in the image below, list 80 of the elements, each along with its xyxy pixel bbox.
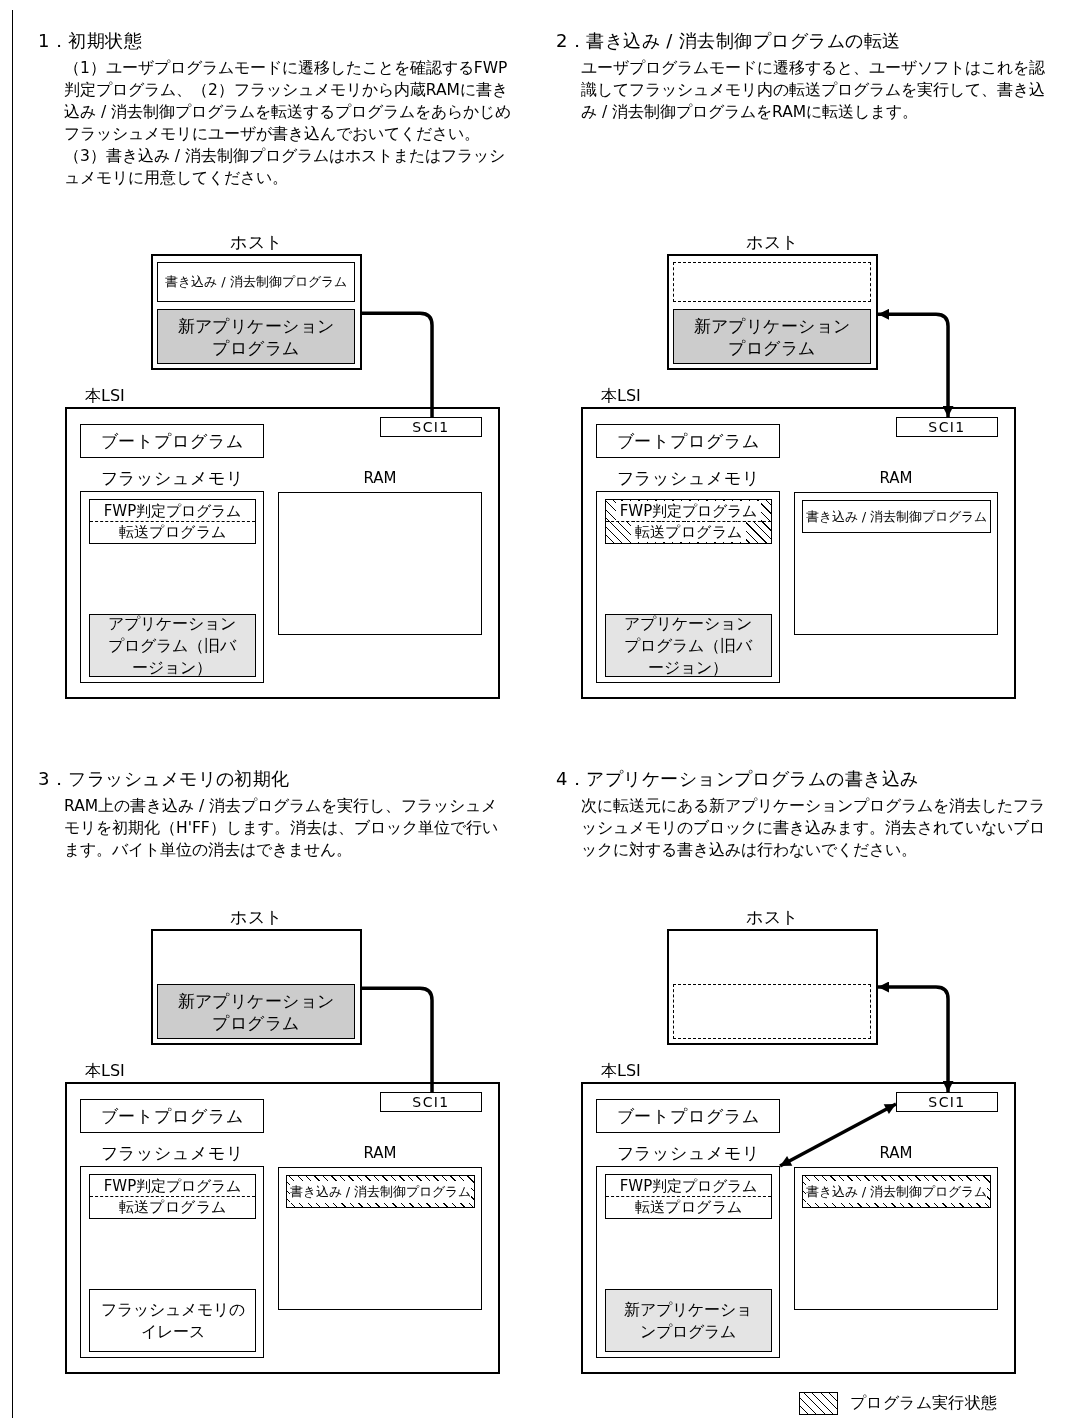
box-title: 本LSI bbox=[85, 1060, 125, 1082]
box-label: 転送プログラム bbox=[117, 1197, 228, 1217]
program-box bbox=[89, 499, 256, 544]
box-label: アプリケーションプログラム（旧バージョン） bbox=[623, 612, 754, 679]
box-label: アプリケーションプログラム（旧バージョン） bbox=[107, 612, 238, 679]
box-label: 新アプリケーションプログラム bbox=[176, 314, 336, 359]
section-heading: 2．書き込み / 消去制御プログラムの転送 bbox=[556, 29, 902, 53]
program-box bbox=[605, 1289, 772, 1352]
program-box bbox=[157, 984, 355, 1039]
program-box bbox=[80, 1099, 264, 1133]
box-label: 書き込み / 消去制御プログラム bbox=[805, 507, 988, 526]
box-label: 書き込み / 消去制御プログラム bbox=[165, 273, 347, 291]
program-box bbox=[605, 614, 772, 677]
box-label: FWP判定プログラム bbox=[615, 501, 762, 521]
description-text: （1）ユーザプログラムモードに遷移したことを確認するFWP判定プログラム、（2）フラッシュメモリから内蔵RAMに書き込み / 消去制御プログラムを転送するプログラムをあらかじめフラッシュメモリにユーザが書き込んでおいてください。（3）書き込み / 消去制御プログラムはホストまたはフラッシュメモリに用意してください。 bbox=[64, 58, 512, 189]
box-title: 本LSI bbox=[601, 385, 641, 407]
box-label: 新アプリケーションプログラム bbox=[176, 989, 336, 1034]
program-box bbox=[80, 424, 264, 458]
box-label: FWP判定プログラム bbox=[102, 1176, 243, 1196]
box-label: SCI1 bbox=[412, 418, 450, 437]
box-title: ホスト bbox=[745, 231, 800, 254]
double-arrow bbox=[878, 308, 954, 417]
double-arrow bbox=[878, 981, 954, 1092]
box-label: 新アプリケーションプログラム bbox=[623, 1298, 754, 1343]
box-label: SCI1 bbox=[412, 1093, 450, 1112]
box-label: SCI1 bbox=[928, 418, 966, 437]
program-box bbox=[89, 614, 256, 677]
box-title: 本LSI bbox=[85, 385, 125, 407]
box-title: フラッシュメモリ bbox=[100, 1142, 244, 1165]
program-box bbox=[596, 424, 780, 458]
box-title: フラッシュメモリ bbox=[100, 467, 244, 490]
port-box bbox=[896, 1092, 998, 1112]
program-box bbox=[605, 499, 772, 544]
box-title: RAM bbox=[363, 1143, 397, 1164]
legend-label: プログラム実行状態 bbox=[850, 1392, 998, 1414]
program-box bbox=[157, 309, 355, 364]
section-heading: 1．初期状態 bbox=[38, 29, 144, 53]
program-box bbox=[802, 500, 991, 533]
connection-line bbox=[362, 986, 434, 1092]
description-text: 次に転送元にある新アプリケーションプログラムを消去したフラッシュメモリのブロックに書き込みます。消去されていないブロックに対する書き込みは行わないでください。 bbox=[581, 796, 1046, 861]
box-title: RAM bbox=[879, 468, 913, 489]
program-box bbox=[596, 1099, 780, 1133]
box-title: ホスト bbox=[229, 906, 284, 929]
port-box bbox=[380, 1092, 482, 1112]
box-label: ブートプログラム bbox=[100, 1105, 244, 1127]
box-label: 書き込み / 消去制御プログラム bbox=[805, 1180, 988, 1203]
box-title: 本LSI bbox=[601, 1060, 641, 1082]
box-label: 転送プログラム bbox=[633, 1197, 744, 1217]
double-arrow bbox=[779, 1102, 897, 1168]
program-box bbox=[89, 1174, 256, 1219]
box-label: FWP判定プログラム bbox=[618, 1176, 759, 1196]
description-text: ユーザプログラムモードに遷移すると、ユーザソフトはこれを認識してフラッシュメモリ内の転送プログラムを実行して、書き込み / 消去制御プログラムをRAMに転送します。 bbox=[581, 58, 1046, 123]
box-title: フラッシュメモリ bbox=[616, 467, 760, 490]
box-label: ブートプログラム bbox=[616, 430, 760, 452]
box-label: ブートプログラム bbox=[100, 430, 244, 452]
box-title: ホスト bbox=[745, 906, 800, 929]
box-label: フラッシュメモリのイレース bbox=[99, 1298, 246, 1343]
program-box bbox=[673, 309, 871, 364]
program-box bbox=[605, 1174, 772, 1219]
box-label: SCI1 bbox=[928, 1093, 966, 1112]
port-box bbox=[896, 417, 998, 437]
description-text: RAM上の書き込み / 消去プログラムを実行し、フラッシュメモリを初期化（H'FF）します。消去は、ブロック単位で行います。バイト単位の消去はできません。 bbox=[64, 796, 499, 861]
box-title: RAM bbox=[879, 1143, 913, 1164]
program-box bbox=[157, 262, 355, 302]
box-label: 新アプリケーションプログラム bbox=[692, 314, 852, 359]
connection-line bbox=[362, 311, 434, 417]
port-box bbox=[380, 417, 482, 437]
box-title: フラッシュメモリ bbox=[616, 1142, 760, 1165]
box-label: ブートプログラム bbox=[616, 1105, 760, 1127]
box-label: 書き込み / 消去制御プログラム bbox=[289, 1180, 472, 1203]
program-box bbox=[89, 1289, 256, 1352]
box-label: 転送プログラム bbox=[117, 522, 228, 542]
dashed-box bbox=[673, 984, 871, 1039]
dashed-box bbox=[673, 262, 871, 302]
box-title: ホスト bbox=[229, 231, 284, 254]
box-label: 転送プログラム bbox=[630, 522, 747, 542]
box-title: RAM bbox=[363, 468, 397, 489]
section-heading: 4．アプリケーションプログラムの書き込み bbox=[556, 767, 920, 791]
section-heading: 3．フラッシュメモリの初期化 bbox=[38, 767, 291, 791]
box-label: FWP判定プログラム bbox=[102, 501, 243, 521]
